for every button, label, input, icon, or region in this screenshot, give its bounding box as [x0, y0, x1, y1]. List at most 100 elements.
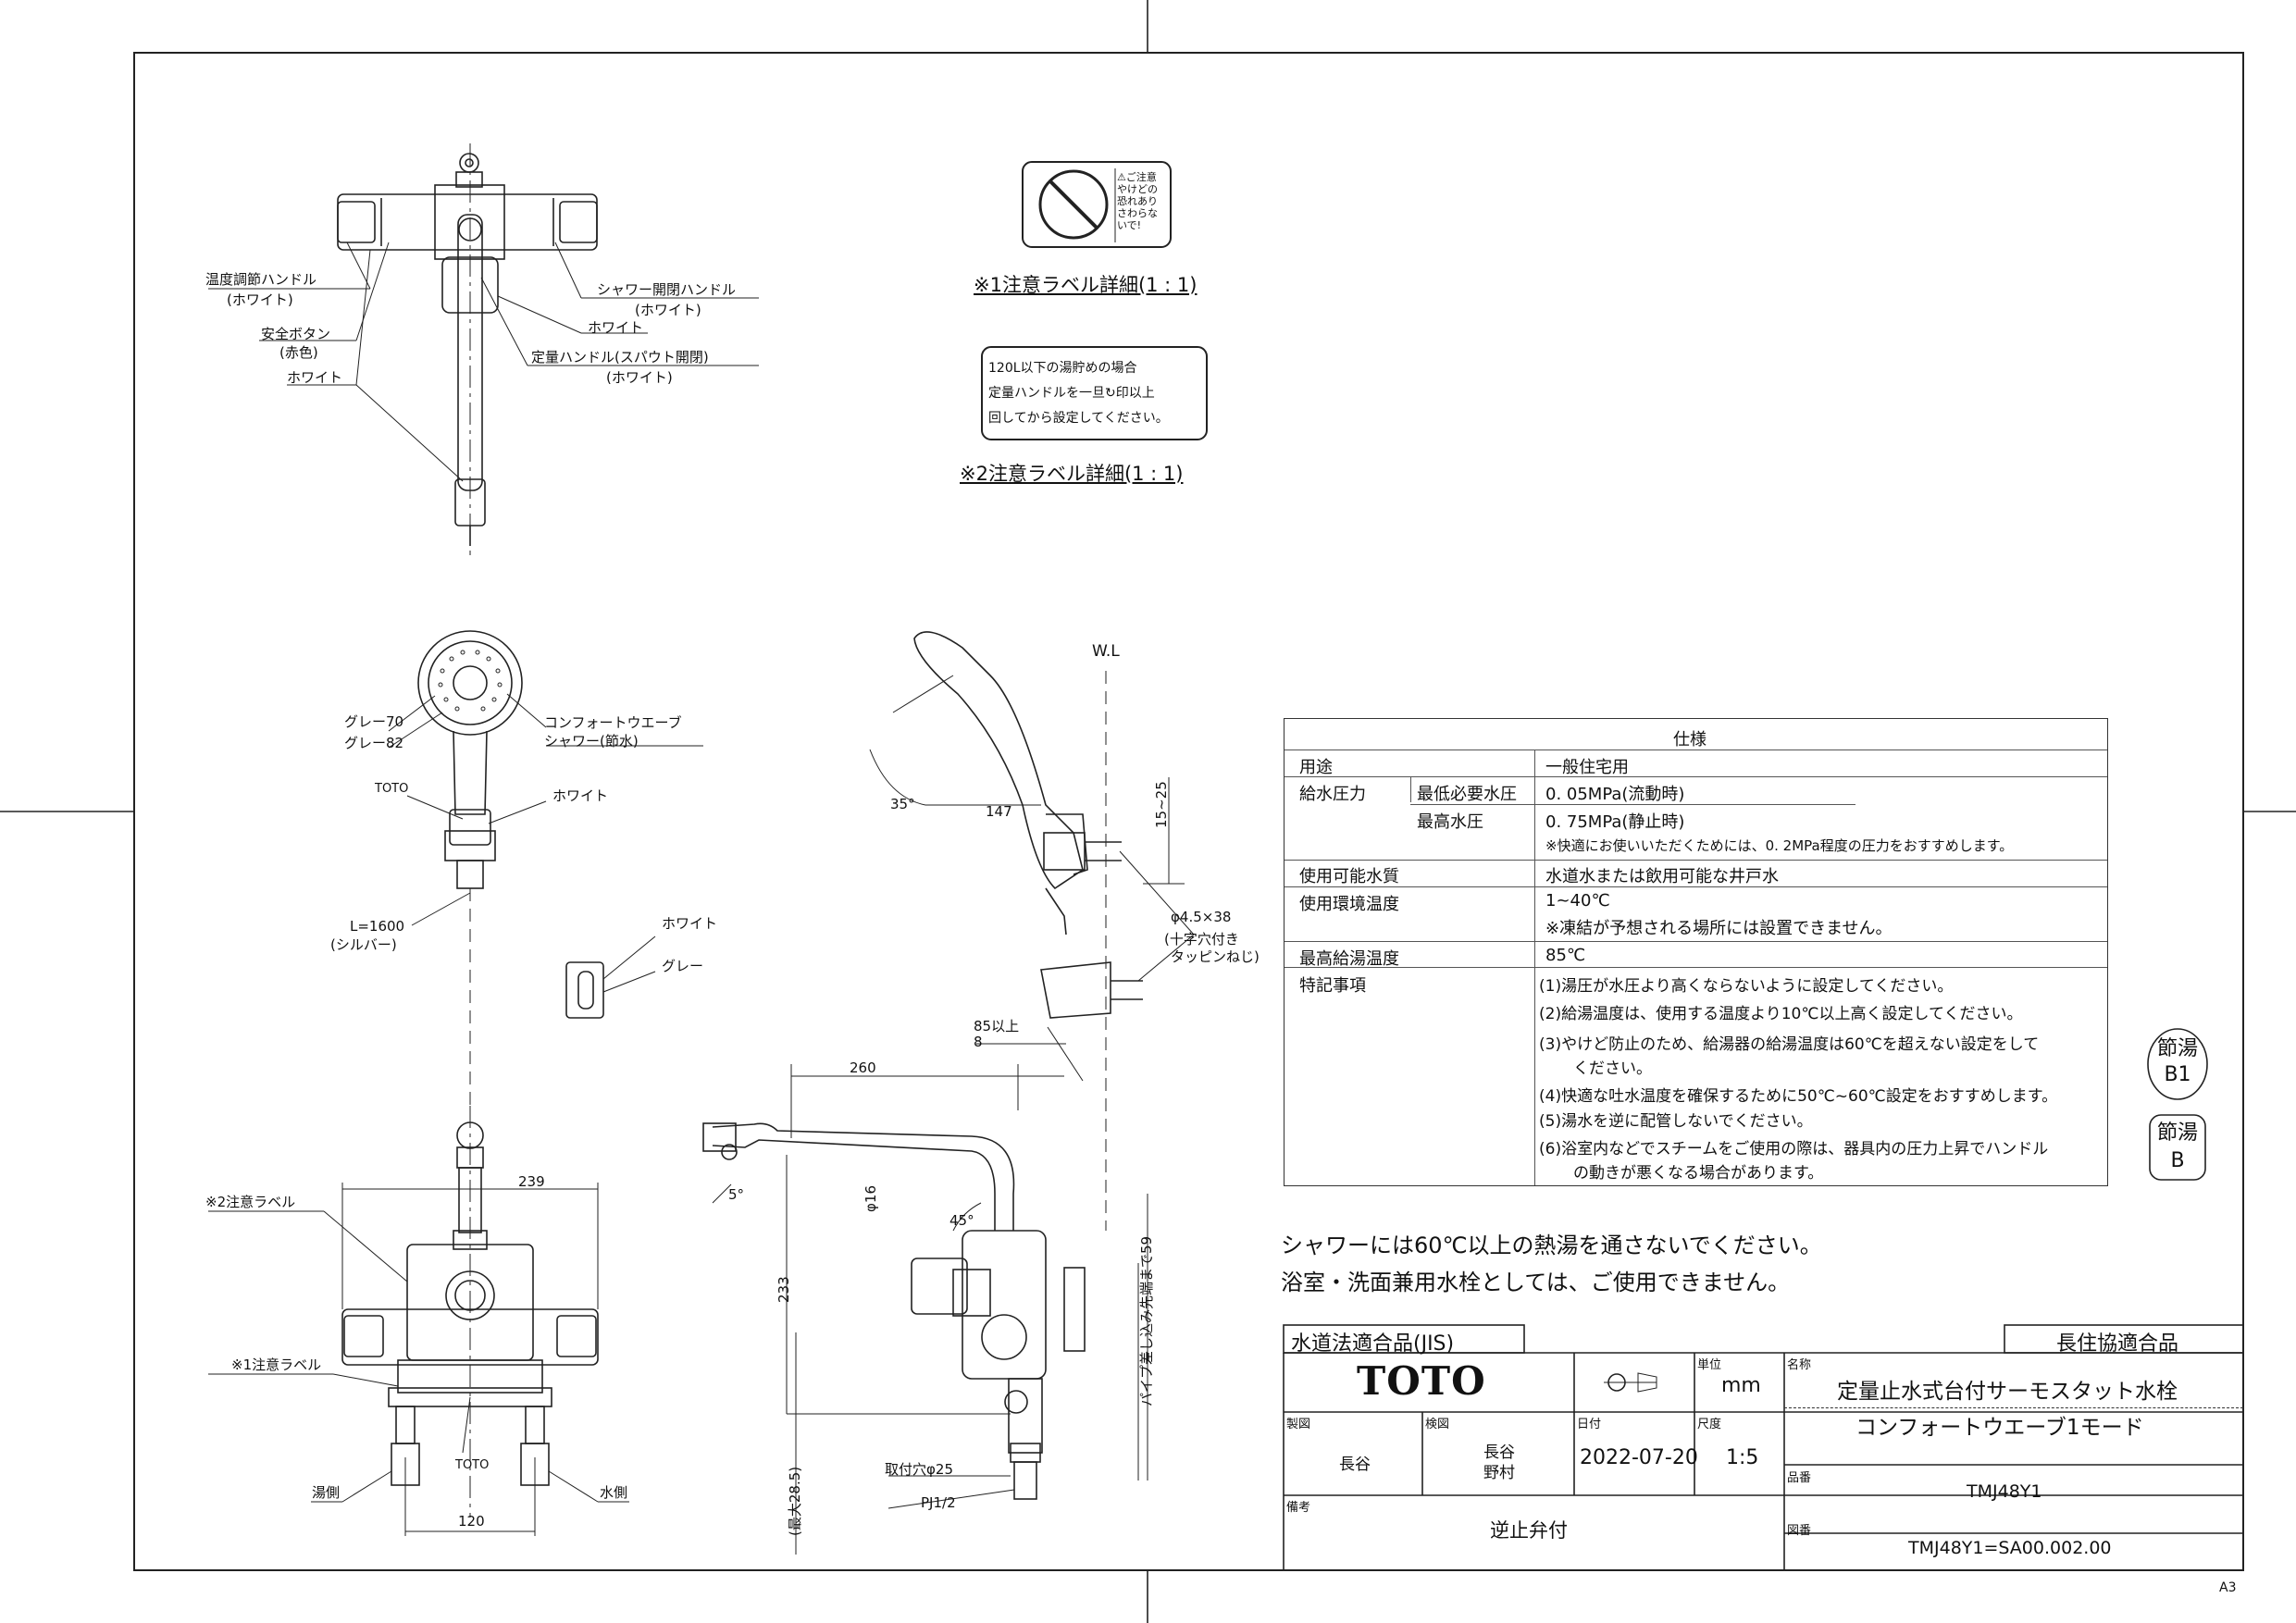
spec-sub-min-pressure: 最低必要水圧	[1417, 785, 1517, 804]
spec-note-6: (6)浴室内などでスチームをご使用の際は、器具内の圧力上昇でハンドル	[1539, 1140, 2049, 1158]
spec-value-max-hot: 85℃	[1545, 946, 1586, 965]
spec-label-water: 使用可能水質	[1299, 867, 1399, 886]
spec-label-notes: 特記事項	[1299, 976, 1366, 996]
setsuyu-b1-badge: 節湯 B1	[2156, 1037, 2198, 1086]
dim-angle-5: 5°	[728, 1186, 745, 1203]
projection-symbol-icon	[1601, 1368, 1666, 1397]
checked-by-1: 長谷	[1483, 1443, 1515, 1462]
faucet-top-view	[208, 143, 759, 555]
label-shower-handle: シャワー開閉ハンドル	[597, 281, 737, 298]
part-number: TMJ48Y1	[1967, 1481, 2042, 1502]
label-wl: W.L	[1092, 642, 1120, 661]
label-screw-note1: (十字穴付き	[1164, 931, 1239, 948]
label-volume-handle: 定量ハンドル(スパウト開閉)	[531, 349, 709, 365]
setsuyu-b-badge: 節湯 B	[2156, 1121, 2198, 1172]
dim-85: 85以上	[974, 1018, 1020, 1035]
spec-value-min-pressure: 0. 05MPa(流動時)	[1545, 785, 1685, 804]
label-hose-length: L=1600	[350, 918, 405, 935]
remarks-label: 備考	[1286, 1501, 1311, 1515]
warning-hot-water: シャワーには60℃以上の熱湯を通さないでください。	[1281, 1233, 1822, 1258]
faucet-front-view	[208, 1106, 629, 1536]
label-volume-handle-color: (ホワイト)	[606, 369, 673, 386]
spec-note-pressure: ※快適にお使いいただくためには、0. 2MPa程度の圧力をおすすめします。	[1545, 837, 2014, 854]
label-pipe-insert: パイプ差し込み先端まで59	[1138, 1235, 1155, 1406]
label-comfort-wave-sub: シャワー(節水)	[544, 733, 639, 750]
scale-value: 1:5	[1726, 1446, 1759, 1469]
spec-note-5: (5)湯水を逆に配管しないでください。	[1539, 1112, 1813, 1131]
label-white-left: ホワイト	[287, 369, 343, 386]
choju-compliance: 長住協適合品	[2056, 1332, 2179, 1356]
dim-260: 260	[850, 1059, 876, 1076]
label-temp-handle: 温度調節ハンドル	[205, 271, 317, 288]
spec-label-use: 用途	[1299, 758, 1333, 777]
rotate-arrow-icon: ↻	[1105, 386, 1116, 401]
label-holder-white: ホワイト	[662, 915, 718, 932]
caution-label-drawings	[981, 161, 1208, 440]
label-white-right: ホワイト	[588, 319, 644, 336]
spec-note-6-cont: の動きが悪くなる場合があります。	[1573, 1164, 1824, 1183]
label-max-28: (最大28.5)	[787, 1466, 803, 1536]
drawn-by: 長谷	[1339, 1456, 1371, 1474]
spec-note-3-cont: ください。	[1573, 1059, 1652, 1078]
dim-239: 239	[518, 1173, 545, 1190]
dim-angle-35: 35°	[890, 796, 915, 812]
label-hose-color: (シルバー)	[330, 936, 397, 953]
label-screw-note2: タッピンねじ)	[1171, 948, 1260, 965]
spec-value-env-temp: 1~40℃	[1545, 891, 1610, 911]
dim-233: 233	[776, 1276, 792, 1303]
label-pj: PJ1/2	[921, 1494, 956, 1511]
product-name-1: 定量止水式台付サーモスタット水栓	[1837, 1380, 2178, 1404]
jis-compliance: 水道法適合品(JIS)	[1291, 1332, 1455, 1356]
title-block-lines	[1283, 1324, 2244, 1570]
spec-header: 仕様	[1673, 730, 1706, 750]
label-caution-1-front: ※1注意ラベル	[231, 1357, 322, 1373]
caution-pictogram-text: ⚠ご注意 やけどの 恐れあり さわらな いで!	[1117, 171, 1158, 231]
spec-value-water: 水道水または飲用可能な井戸水	[1545, 867, 1779, 886]
date-label: 日付	[1577, 1418, 1602, 1431]
dim-d16: φ16	[863, 1185, 879, 1212]
spec-value-use: 一般住宅用	[1545, 758, 1629, 777]
spec-note-3: (3)やけど防止のため、給湯器の給湯温度は60℃を超えない設定をして	[1539, 1035, 2040, 1054]
dim-8: 8	[974, 1034, 983, 1050]
checked-by-2: 野村	[1483, 1464, 1515, 1482]
setsuyu-b1-badge-outline	[2147, 1028, 2208, 1100]
label-grey82: グレー82	[344, 735, 404, 751]
label-white-shower: ホワイト	[552, 787, 609, 804]
name-label: 名称	[1787, 1358, 1812, 1372]
spec-note-4: (4)快適な吐水温度を確保するために50℃~60℃設定をおすすめします。	[1539, 1087, 2058, 1106]
spec-note-2: (2)給湯温度は、使用する温度より10℃以上高く設定してください。	[1539, 1005, 2023, 1023]
caution-label-2-title: ※2注意ラベル詳細(1 : 1)	[960, 463, 1184, 485]
paper-size: A3	[2219, 1580, 2237, 1595]
spec-note-env-temp: ※凍結が予想される場所には設置できません。	[1545, 919, 1893, 938]
faucet-side-view	[702, 631, 1195, 1555]
dim-15-25: 15~25	[1153, 781, 1170, 828]
drawing-label: 図番	[1787, 1524, 1812, 1538]
label-shower-handle-color: (ホワイト)	[635, 302, 701, 318]
label-screw: φ4.5×38	[1171, 909, 1232, 925]
date-value: 2022-07-20	[1580, 1446, 1698, 1469]
dim-147: 147	[986, 803, 1012, 820]
part-label: 品番	[1787, 1471, 1812, 1485]
spec-sub-max-pressure: 最高水圧	[1417, 812, 1483, 832]
unit-label: 単位	[1697, 1358, 1722, 1372]
scale-label: 尺度	[1697, 1418, 1722, 1431]
product-name-2: コンフォートウエーブ1モード	[1855, 1416, 2144, 1440]
checked-label: 検図	[1425, 1418, 1450, 1431]
label-grey70: グレー70	[344, 713, 404, 730]
spec-note-1: (1)湯圧が水圧より高くならないように設定してください。	[1539, 977, 1954, 996]
setsuyu-b-badge-outline	[2149, 1114, 2206, 1181]
label-comfort-wave: コンフォートウエーブ	[544, 714, 682, 731]
label-holder-grey: グレー	[662, 958, 704, 974]
spec-label-pressure: 給水圧力	[1299, 785, 1366, 804]
label-safety-button-color: (赤色)	[279, 344, 318, 361]
label-caution-2-front: ※2注意ラベル	[205, 1194, 296, 1210]
unit-value: mm	[1721, 1374, 1761, 1397]
spec-label-max-hot: 最高給湯温度	[1299, 949, 1399, 969]
caution-label-2-text: 120L以下の湯貯めの場合 定量ハンドルを一旦↻印以上 回してから設定してくださ…	[988, 361, 1169, 426]
toto-logo: TOTO	[1357, 1358, 1486, 1404]
remarks-value: 逆止弁付	[1490, 1519, 1568, 1542]
spec-label-env-temp: 使用環境温度	[1299, 895, 1399, 914]
label-temp-handle-color: (ホワイト)	[227, 291, 293, 308]
spec-table: 仕様 用途 一般住宅用 給水圧力 最低必要水圧 0. 05MPa(流動時) 最高…	[1284, 718, 2108, 1186]
